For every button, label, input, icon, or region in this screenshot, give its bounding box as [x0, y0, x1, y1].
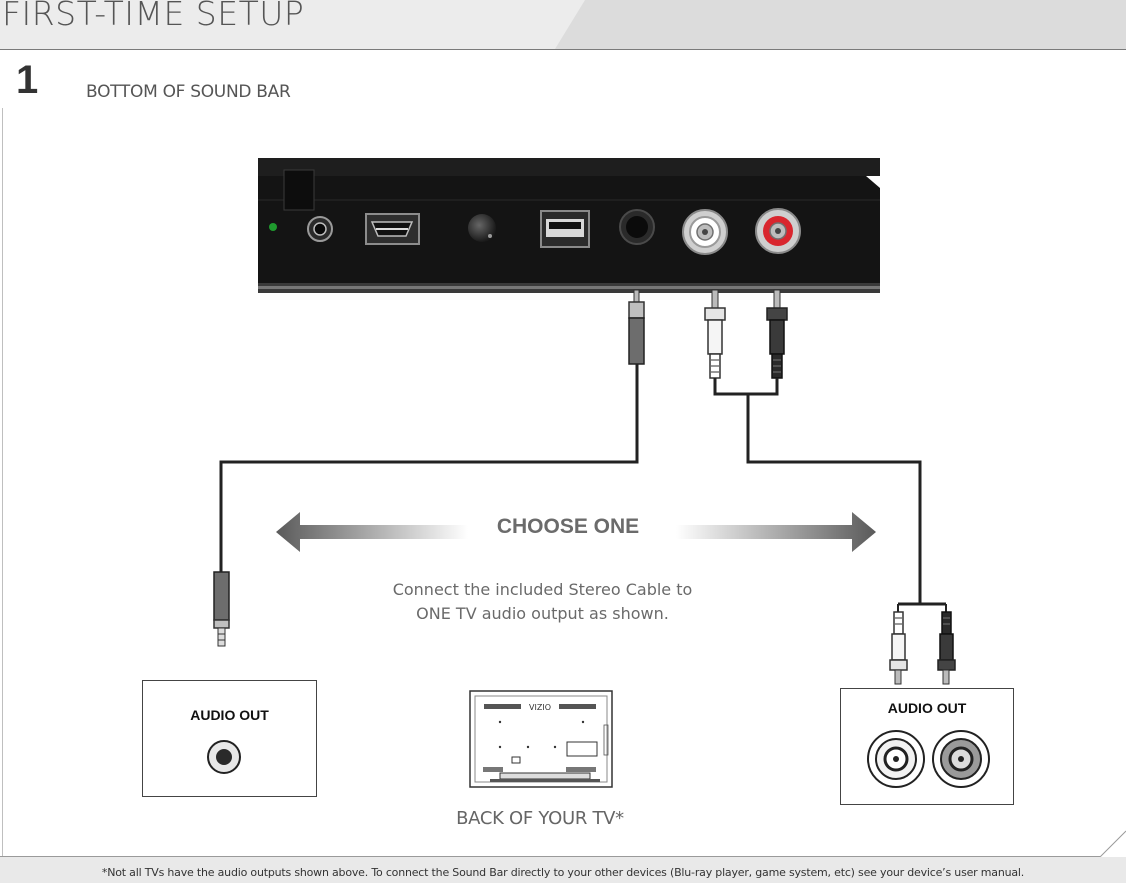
aux-jack-icon: [619, 209, 655, 245]
instruction-line-2: ONE TV audio output as shown.: [416, 604, 669, 623]
cables: [219, 364, 946, 606]
tv-brand-label: VIZIO: [529, 703, 551, 712]
audio-out-box-rca: AUDIO OUT: [840, 688, 1014, 805]
knob-port-icon: [468, 214, 496, 242]
instruction-text: Connect the included Stereo Cable to ONE…: [360, 578, 725, 626]
footer-bar: [0, 857, 1126, 883]
audio-out-label: AUDIO OUT: [190, 707, 269, 723]
service-port-icon: [307, 216, 333, 242]
audio-out-box-aux: AUDIO OUT: [142, 680, 317, 797]
audio-out-label: AUDIO OUT: [887, 700, 967, 716]
header-bar: FIRST-TIME SETUP: [0, 0, 1126, 49]
rca-output-jacks-icon: [867, 730, 990, 788]
header-light-section: [0, 0, 585, 49]
rca-plugs-top-icon: [704, 289, 788, 379]
footer-divider: [0, 856, 1100, 857]
footnote: *Not all TVs have the audio outputs show…: [101, 866, 1025, 879]
header-divider: [0, 49, 1126, 50]
aux-output-jack-icon: [207, 740, 241, 774]
page-title: FIRST-TIME SETUP: [2, 0, 305, 33]
step-title: BOTTOM OF SOUND BAR: [86, 82, 291, 102]
digital-port-icon: [365, 213, 420, 245]
rca-plugs-bottom-icon: [889, 604, 956, 685]
choose-arrows: [276, 512, 876, 552]
choose-one-label: CHOOSE ONE: [496, 515, 640, 538]
rca-red-jack-icon: [755, 208, 801, 254]
aux-plug-bottom-icon: [213, 571, 230, 647]
usb-port-icon: [540, 210, 590, 248]
tv-back-label: BACK OF YOUR TV*: [456, 808, 624, 829]
step-number: 1: [16, 58, 39, 102]
tv-back-illustration: VIZIO: [469, 690, 613, 788]
frame-left-border: [2, 108, 3, 856]
corner-fold: [1099, 830, 1126, 858]
instruction-line-1: Connect the included Stereo Cable to: [392, 580, 693, 599]
rca-white-jack-icon: [682, 209, 728, 255]
aux-plug-top-icon: [628, 289, 645, 365]
power-led: [269, 223, 277, 231]
